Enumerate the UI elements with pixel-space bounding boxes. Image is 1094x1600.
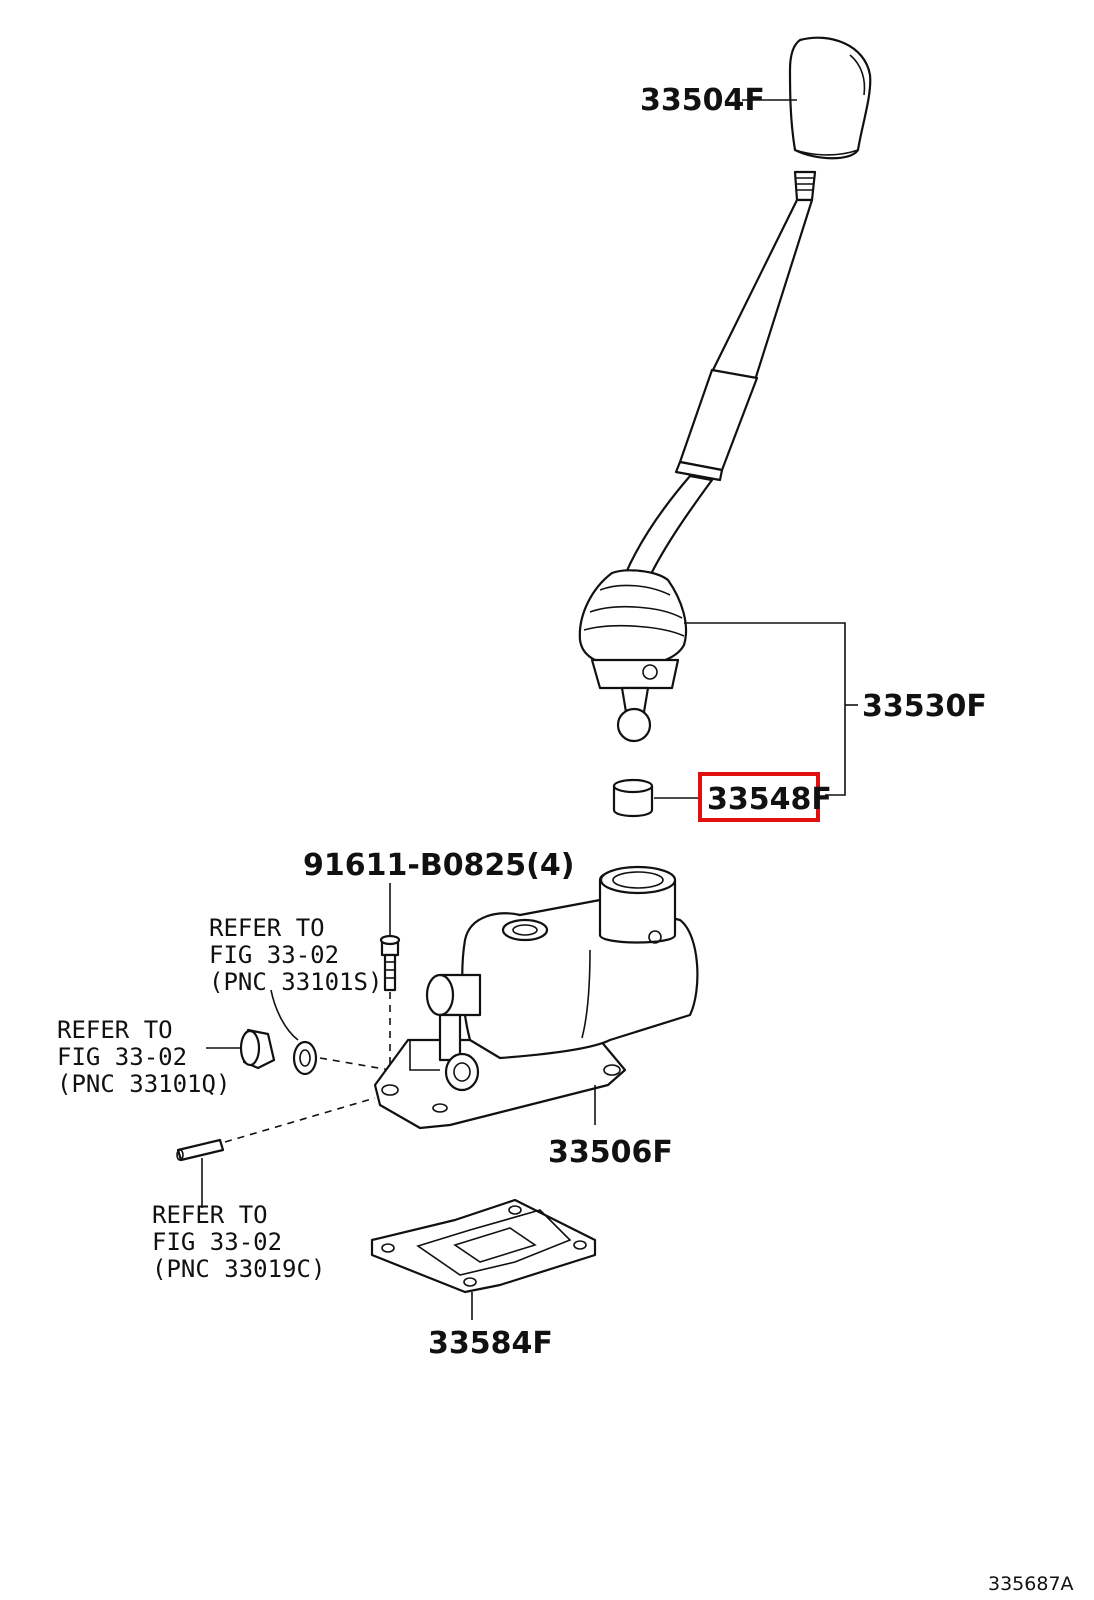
diagram-code: 335687A — [988, 1573, 1074, 1595]
ref-b-line2: FIG 33-02 — [57, 1043, 187, 1071]
gasket-drawing — [370, 1198, 597, 1320]
ref-c-line2: FIG 33-02 — [152, 1228, 282, 1256]
label-33530f[interactable]: 33530F — [862, 689, 987, 724]
shift-lever-rod-drawing — [623, 170, 817, 582]
shift-knob-drawing — [788, 36, 872, 160]
ref-b-line3[interactable]: (PNC 33101Q) — [57, 1070, 230, 1098]
ref-a-line2: FIG 33-02 — [209, 941, 339, 969]
ref-a-line1: REFER TO — [209, 914, 325, 942]
label-91611-b0825[interactable]: 91611-B0825(4) — [303, 848, 574, 883]
ref-a-line3[interactable]: (PNC 33101S) — [209, 968, 382, 996]
label-33584f[interactable]: 33584F — [428, 1326, 553, 1361]
shift-lever-assembly-drawing — [578, 569, 688, 743]
shift-retainer-drawing — [373, 865, 699, 1130]
ref-c-line3[interactable]: (PNC 33019C) — [152, 1255, 325, 1283]
label-33548f[interactable]: 33548F — [707, 782, 832, 817]
highlight-box-33548f — [698, 772, 820, 822]
plug-drawing — [206, 989, 391, 1076]
bolt-drawing — [379, 883, 401, 1080]
bushing-drawing — [612, 778, 654, 818]
label-33506f[interactable]: 33506F — [548, 1135, 673, 1170]
ref-c-line1: REFER TO — [152, 1201, 268, 1229]
shift-rod-drawing — [176, 1097, 376, 1208]
ref-b-line1: REFER TO — [57, 1016, 173, 1044]
upper-leader-lines — [654, 99, 858, 799]
label-33504f[interactable]: 33504F — [640, 83, 765, 118]
